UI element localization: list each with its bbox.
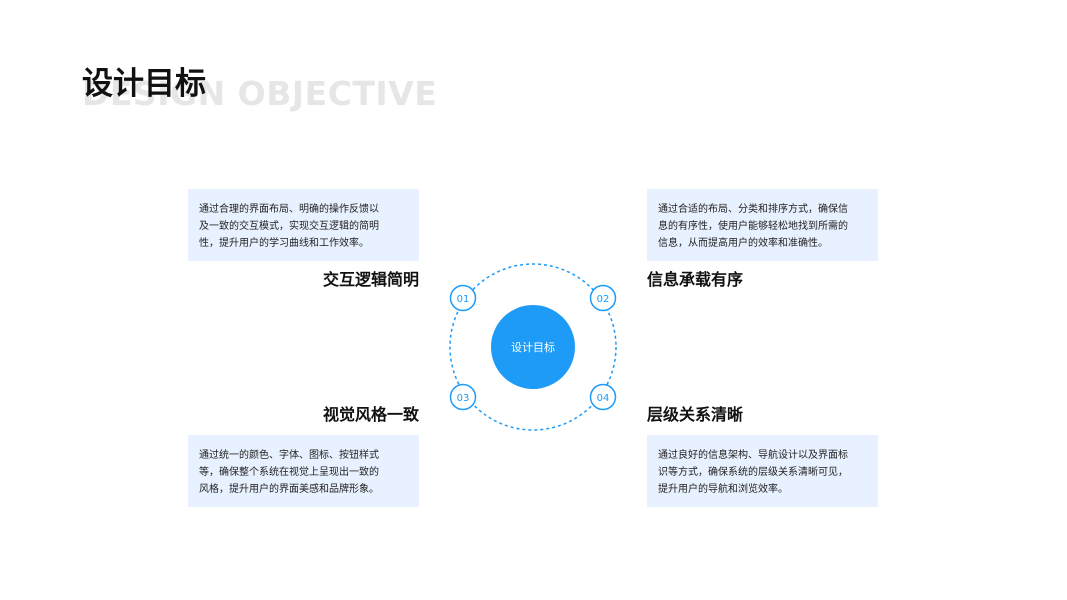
description-card-02: 通过合适的布局、分类和排序方式，确保信 息的有序性，使用户能够轻松地找到所需的 …: [647, 189, 878, 261]
description-card-04: 通过良好的信息架构、导航设计以及界面标 识等方式，确保系统的层级关系清晰可见， …: [647, 435, 878, 507]
number-label-02: 02: [597, 294, 610, 305]
heading-03: 视觉风格一致: [322, 405, 419, 424]
heading-01: 交互逻辑简明: [322, 270, 419, 289]
page-title: 设计目标: [82, 66, 206, 102]
center-diagram: 设计目标 01 02 03 04: [449, 263, 617, 431]
description-line: 通过合适的布局、分类和排序方式，确保信: [658, 204, 848, 215]
number-label-04: 04: [597, 393, 610, 404]
center-circle: [491, 305, 575, 389]
description-line: 通过统一的颜色、字体、图标、按钮样式: [199, 450, 379, 461]
description-line: 及一致的交互模式，实现交互逻辑的简明: [199, 221, 379, 232]
number-badge-04: [589, 383, 617, 411]
description-line: 通过合理的界面布局、明确的操作反馈以: [199, 204, 379, 215]
description-card-01: 通过合理的界面布局、明确的操作反馈以 及一致的交互模式，实现交互逻辑的简明 性，…: [188, 189, 419, 261]
number-badge-01: [449, 284, 477, 312]
center-label: 设计目标: [511, 340, 555, 354]
dashed-orbit-ring: [449, 263, 617, 431]
description-line: 等，确保整个系统在视觉上呈现出一致的: [199, 467, 379, 478]
description-line: 提升用户的导航和浏览效率。: [658, 484, 788, 495]
background-title: DESIGN OBJECTIVE: [82, 74, 438, 113]
description-line: 通过良好的信息架构、导航设计以及界面标: [658, 450, 848, 461]
heading-02: 信息承载有序: [647, 270, 744, 289]
number-label-01: 01: [457, 294, 470, 305]
description-line: 息的有序性，使用户能够轻松地找到所需的: [658, 221, 848, 232]
number-badge-03: [449, 383, 477, 411]
description-line: 风格，提升用户的界面美感和品牌形象。: [199, 484, 379, 495]
description-line: 识等方式，确保系统的层级关系清晰可见，: [658, 467, 848, 478]
description-card-03: 通过统一的颜色、字体、图标、按钮样式 等，确保整个系统在视觉上呈现出一致的 风格…: [188, 435, 419, 507]
number-badge-02: [589, 284, 617, 312]
description-line: 性，提升用户的学习曲线和工作效率。: [199, 238, 369, 249]
description-line: 信息，从而提高用户的效率和准确性。: [658, 238, 828, 249]
number-label-03: 03: [457, 393, 470, 404]
heading-04: 层级关系清晰: [647, 405, 744, 424]
